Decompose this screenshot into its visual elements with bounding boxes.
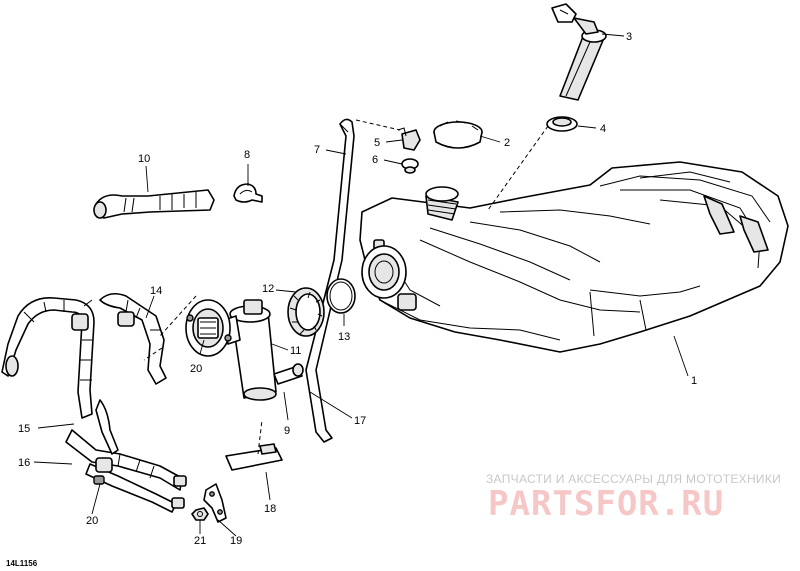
- callout-13: 13: [338, 331, 350, 343]
- fuel-fitting: [273, 363, 304, 385]
- watermark-brand: PARTSFOR.RU: [488, 484, 725, 524]
- callout-1: 1: [691, 375, 697, 387]
- callout-21: 21: [194, 535, 206, 547]
- fuel-pump-module: [223, 299, 277, 401]
- pump-flange: [185, 299, 232, 357]
- callout-19: 19: [230, 535, 242, 547]
- callout-15: 15: [18, 423, 30, 435]
- callout-11: 11: [290, 345, 301, 357]
- mounting-bracket: [203, 483, 227, 523]
- vent-grommet: [401, 158, 419, 174]
- vent-valve: [397, 127, 421, 151]
- fuel-tank: [359, 161, 789, 353]
- pump-lock-ring: [287, 287, 325, 337]
- callout-20-lower: 20: [86, 515, 98, 527]
- lower-hose-bundle: [65, 399, 187, 513]
- leader-lines: [33, 33, 689, 537]
- vent-tube: [305, 118, 355, 443]
- nut: [191, 507, 209, 521]
- callout-7: 7: [314, 144, 320, 156]
- filler-cap: [433, 120, 483, 149]
- callout-5: 5: [374, 137, 380, 149]
- fuel-supply-line: [99, 292, 167, 385]
- callout-9: 9: [284, 425, 290, 437]
- callout-16: 16: [18, 457, 30, 469]
- callout-8: 8: [244, 149, 250, 161]
- callout-14: 14: [150, 285, 162, 297]
- callout-20-upper: 20: [190, 363, 202, 375]
- callout-2: 2: [504, 137, 510, 149]
- fuel-level-sender: [551, 3, 607, 101]
- pump-gasket: [326, 278, 356, 314]
- reference-code: 14L1156: [6, 559, 38, 568]
- callout-6: 6: [372, 154, 378, 166]
- sender-gasket: [546, 116, 578, 132]
- callout-labels: 1 2 3 4 5 6 7 8 9 10 11 12 13 14 15 16 1…: [6, 31, 697, 568]
- callout-12: 12: [262, 283, 274, 295]
- fuel-hose-assembly: [1, 297, 95, 419]
- watermark-caption: ЗАПЧАСТИ И АКСЕССУАРЫ ДЛЯ МОТОТЕХНИКИ: [486, 472, 782, 486]
- callout-10: 10: [138, 153, 150, 165]
- callout-4: 4: [600, 123, 606, 135]
- filter-sleeve: [225, 443, 283, 471]
- hose-clamp: [233, 183, 263, 203]
- callout-3: 3: [626, 31, 632, 43]
- assembly-guide-lines: [143, 119, 549, 455]
- filler-hose: [93, 189, 215, 219]
- hose-clip: [93, 475, 105, 485]
- callout-18: 18: [264, 503, 276, 515]
- callout-17: 17: [354, 415, 366, 427]
